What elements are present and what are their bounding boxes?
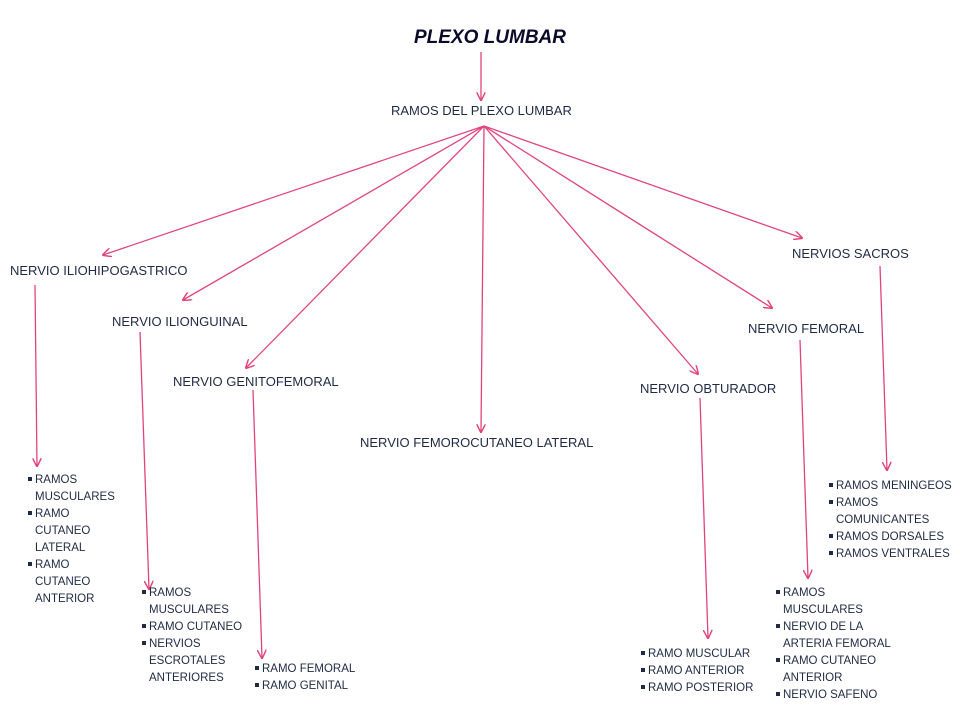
- branch-item: NERVIO DE LA ARTERIA FEMORAL: [776, 619, 900, 653]
- branch-item: NERVIO SAFENO: [776, 687, 900, 704]
- node-ilioinguinal: NERVIO ILIONGUINAL: [112, 314, 248, 329]
- branch-item: RAMO CUTANEO ANTERIOR: [28, 557, 116, 608]
- branch-item: RAMO FEMORAL: [255, 661, 375, 678]
- arrow-ilioinguinal-branches: [139, 331, 149, 589]
- branch-item: RAMO CUTANEO LATERAL: [28, 506, 116, 557]
- branch-item: NERVIOS ESCROTALES ANTERIORES: [142, 636, 258, 687]
- page-title: PLEXO LUMBAR: [414, 27, 566, 48]
- branch-item: RAMO CUTANEO ANTERIOR: [776, 653, 900, 687]
- arrow-root-to-femorocutaneo: [481, 125, 484, 432]
- arrow-obturador-branches: [699, 397, 708, 638]
- branch-item: RAMO MUSCULAR: [641, 646, 781, 663]
- branch-item: RAMOS DORSALES: [829, 529, 960, 546]
- arrow-iliohipogastrico-branches: [35, 284, 37, 466]
- arrow-root-to-ilioinguinal: [183, 125, 485, 300]
- arrow-root-to-sacros: [483, 125, 802, 238]
- branch-item: RAMO GENITAL: [255, 678, 375, 695]
- arrow-genitofemoral-branches: [252, 389, 262, 658]
- arrow-sacros-branches: [879, 265, 887, 470]
- iliohipogastrico-branch-list: RAMOS MUSCULARES RAMO CUTANEO LATERAL RA…: [28, 472, 116, 608]
- branch-item: RAMO ANTERIOR: [641, 663, 781, 680]
- arrow-femoral-branches: [799, 339, 808, 578]
- node-femoral: NERVIO FEMORAL: [748, 321, 865, 336]
- node-obturador: NERVIO OBTURADOR: [640, 381, 777, 396]
- sacros-branch-list: RAMOS MENINGEOS RAMOS COMUNICANTES RAMOS…: [829, 478, 960, 563]
- arrow-root-to-iliohipogastrico: [103, 125, 485, 255]
- branch-item: RAMOS MUSCULARES: [776, 585, 900, 619]
- node-genitofemoral: NERVIO GENITOFEMORAL: [173, 374, 339, 389]
- obturador-branch-list: RAMO MUSCULAR RAMO ANTERIOR RAMO POSTERI…: [641, 646, 781, 697]
- genitofemoral-branch-list: RAMO FEMORAL RAMO GENITAL: [255, 661, 375, 695]
- branch-item: RAMOS COMUNICANTES: [829, 495, 960, 529]
- femoral-branch-list: RAMOS MUSCULARES NERVIO DE LA ARTERIA FE…: [776, 585, 900, 704]
- branch-item: RAMO CUTANEO: [142, 619, 258, 636]
- ilioinguinal-branch-list: RAMOS MUSCULARES RAMO CUTANEO NERVIOS ES…: [142, 585, 258, 687]
- node-femorocutaneo-lateral: NERVIO FEMOROCUTANEO LATERAL: [360, 435, 594, 450]
- branch-item: RAMOS MENINGEOS: [829, 478, 960, 495]
- node-sacros: NERVIOS SACROS: [792, 246, 909, 261]
- arrow-root-to-obturador: [483, 125, 698, 374]
- branch-item: RAMOS MUSCULARES: [28, 472, 116, 506]
- root-node: RAMOS DEL PLEXO LUMBAR: [391, 103, 572, 118]
- branch-item: RAMOS VENTRALES: [829, 546, 960, 563]
- branch-item: RAMOS MUSCULARES: [142, 585, 258, 619]
- arrow-root-to-femoral: [483, 125, 772, 308]
- node-iliohipogastrico: NERVIO ILIOHIPOGASTRICO: [10, 263, 188, 278]
- arrow-root-to-genitofemoral: [246, 125, 485, 368]
- branch-item: RAMO POSTERIOR: [641, 680, 781, 697]
